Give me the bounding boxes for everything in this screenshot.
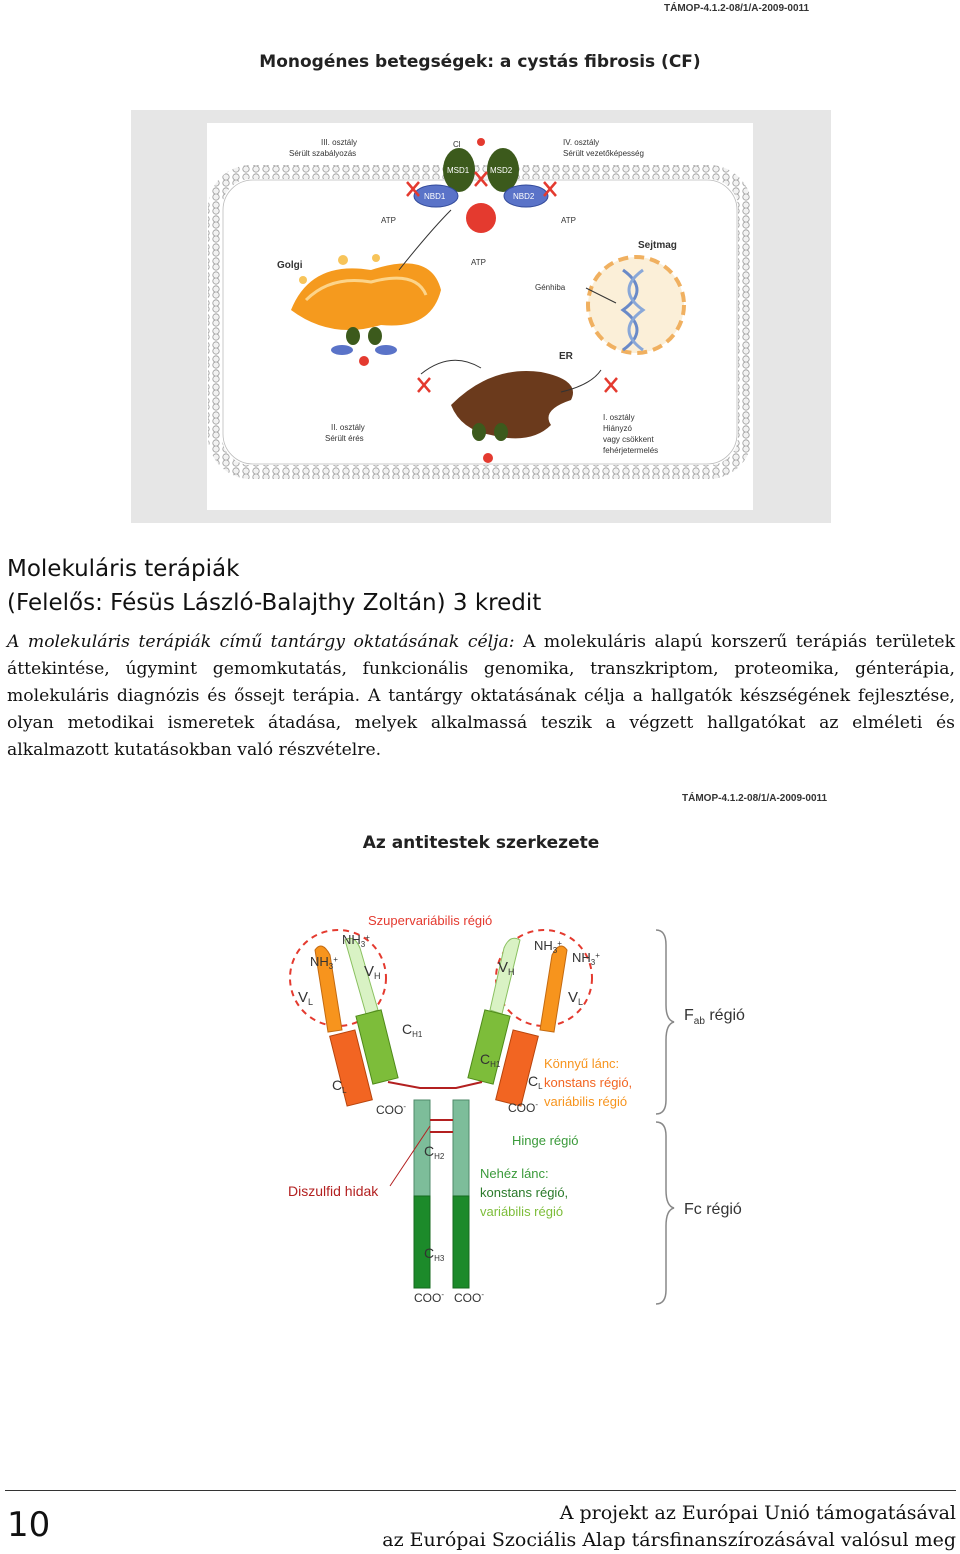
atp-left: ATP: [381, 216, 396, 225]
fc-brace: [655, 1121, 675, 1305]
hinge-label: Hinge régió: [512, 1133, 579, 1148]
course-responsible: (Felelős: Fésüs László-Balajthy Zoltán) …: [7, 590, 542, 616]
project-code: TÁMOP-4.1.2-08/1/A-2009-0011: [664, 3, 810, 14]
coo-label-1: COO-: [376, 1102, 406, 1117]
nbd2-label: NBD2: [513, 192, 535, 201]
cl-label-left: CL: [332, 1077, 347, 1095]
nh3-label-3: NH3+: [534, 938, 562, 955]
golgi-label: Golgi: [277, 260, 303, 271]
cftr-channel: MSD1 MSD2 NBD1 NBD2 Cl: [413, 138, 549, 233]
footer-line2: az Európai Szociális Alap társfinanszíro…: [382, 1529, 956, 1551]
class1-desc3: fehérjetermelés: [603, 446, 658, 455]
vl-label-left: VL: [298, 989, 313, 1007]
ch1-label-right: CH1: [480, 1051, 501, 1069]
ch2-label: CH2: [424, 1143, 445, 1161]
nh3-label-1: NH3+: [310, 954, 338, 971]
nh3-label-4: NH3+: [572, 950, 600, 967]
right-arm: [467, 937, 568, 1107]
vh-label-right: VH: [498, 959, 515, 977]
course-description: A molekuláris terápiák című tantárgy okt…: [7, 629, 955, 764]
class1-desc1: Hiányzó: [603, 424, 632, 433]
fab-region-label: Fab régió: [684, 1007, 745, 1027]
golgi-cftr: [331, 327, 397, 366]
disulfide-label: Diszulfid hidak: [288, 1183, 379, 1199]
ch1-label-left: CH1: [402, 1021, 423, 1039]
figure1-title: Monogénes betegségek: a cystás fibrosis …: [259, 52, 701, 72]
class4-label: IV. osztály: [563, 138, 599, 147]
light-chain-variable: variábilis régió: [544, 1094, 627, 1109]
figure2-title: Az antitestek szerkezete: [362, 833, 600, 853]
cell-membrane: [208, 165, 752, 479]
class2-label: II. osztály: [331, 423, 365, 432]
coo-label-3: COO-: [414, 1290, 444, 1305]
fc-region-label: Fc régió: [684, 1201, 742, 1218]
fab-brace: [655, 929, 675, 1115]
nucleus-label: Sejtmag: [638, 240, 677, 251]
class1-label: I. osztály: [603, 413, 635, 422]
hinge-and-stem: [387, 1081, 483, 1289]
class3-desc: Sérült szabályozás: [289, 149, 356, 158]
light-chain-constant: konstans régió,: [544, 1075, 632, 1090]
cl-label-right: CL: [528, 1073, 543, 1091]
hypervariable-circle-right: [495, 929, 593, 1027]
nbd1-label: NBD1: [424, 192, 446, 201]
class1-desc2: vagy csökkent: [603, 435, 654, 444]
er-label: ER: [559, 351, 574, 362]
left-arm: [314, 937, 399, 1107]
footer-divider: [5, 1490, 956, 1491]
footer-line1: A projekt az Európai Unió támogatásával: [559, 1502, 956, 1524]
gene-defect-label: Génhiba: [535, 283, 566, 292]
course-header: Molekuláris terápiák (Felelős: Fésüs Lás…: [7, 552, 541, 620]
course-body: A molekuláris alapú korszerű terápiás te…: [7, 632, 955, 760]
flow-arrows: [398, 209, 617, 393]
page-number: 10: [7, 1505, 51, 1545]
disulfide-pointer: [389, 1125, 431, 1187]
heavy-chain-variable: variábilis régió: [480, 1204, 563, 1219]
golgi-organelle: [291, 254, 441, 330]
coo-label-4: COO-: [454, 1290, 484, 1305]
cl-label: Cl: [453, 140, 461, 149]
nucleus: [586, 255, 686, 355]
vh-label-left: VH: [364, 963, 381, 981]
ch3-label: CH3: [424, 1245, 445, 1263]
vl-label-right: VL: [568, 989, 583, 1007]
coo-label-2: COO-: [508, 1100, 538, 1115]
footer-funding: A projekt az Európai Unió támogatásával …: [382, 1500, 956, 1554]
nh3-label-2: NH3+: [342, 932, 370, 949]
class4-desc: Sérült vezetőképesség: [563, 149, 644, 158]
atp-center: ATP: [471, 258, 486, 267]
msd2-label: MSD2: [490, 166, 513, 175]
course-intro: A molekuláris terápiák című tantárgy okt…: [7, 632, 515, 652]
heavy-chain-constant: konstans régió,: [480, 1185, 568, 1200]
class3-label: III. osztály: [321, 138, 357, 147]
project-code-2: TÁMOP-4.1.2-08/1/A-2009-0011: [682, 793, 828, 804]
msd1-label: MSD1: [447, 166, 470, 175]
light-chain-label: Könnyű lánc:: [544, 1056, 619, 1071]
class2-desc: Sérült érés: [325, 434, 364, 443]
hypervariable-circle-left: [289, 929, 387, 1027]
cf-cell-diagram: MSD1 MSD2 NBD1 NBD2 Cl III. osztály Sérü…: [131, 110, 831, 523]
er-organelle: [451, 370, 573, 463]
heavy-chain-label: Nehéz lánc:: [480, 1166, 549, 1181]
course-title: Molekuláris terápiák: [7, 556, 240, 582]
atp-right: ATP: [561, 216, 576, 225]
hypervariable-label: Szupervariábilis régió: [368, 913, 492, 928]
antibody-diagram: Szupervariábilis régió NH3+ NH3+ NH3+ NH…: [288, 913, 745, 1305]
